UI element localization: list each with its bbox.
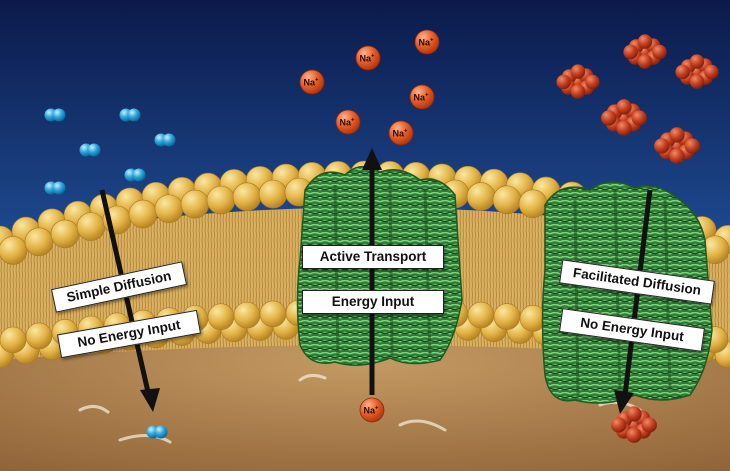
sodium-ion-icon: Na+ [359,397,385,423]
active-transport-text: Active Transport [319,249,427,264]
red-molecule-icon [654,127,700,164]
svg-text:Na+: Na+ [359,54,375,64]
sodium-ion-icon: Na+ [414,29,440,55]
blue-molecule-icon [124,168,146,182]
red-molecule-icon [623,34,667,69]
svg-text:Na+: Na+ [392,129,408,139]
svg-text:Na+: Na+ [363,406,379,416]
svg-text:Na+: Na+ [413,93,429,103]
sodium-ion-icon: Na+ [299,69,325,95]
sodium-ion-icon: Na+ [335,109,361,135]
blue-molecule-icon [44,181,66,195]
red-molecules [556,34,719,443]
red-molecule-icon [675,54,719,89]
red-molecule-icon [611,406,657,443]
svg-text:Na+: Na+ [303,78,319,88]
red-molecule-icon [556,64,600,99]
svg-text:Na+: Na+ [339,118,355,128]
blue-molecule-icon [44,108,66,122]
blue-molecule-icon [154,133,176,147]
sodium-ions: Na+ Na+ Na+ Na+ Na+ Na+ Na+ [299,29,440,423]
blue-molecule-icon [146,425,168,439]
red-molecule-icon [601,99,647,136]
svg-text:Na+: Na+ [418,38,434,48]
sodium-ion-icon: Na+ [355,45,381,71]
energy-input-label: Energy Input [302,290,444,314]
sodium-ion-icon: Na+ [388,120,414,146]
arrow-up-icon [362,148,382,395]
active-transport-label: Active Transport [302,245,444,269]
blue-molecule-icon [79,143,101,157]
blue-molecule-icon [119,108,141,122]
sodium-ion-icon: Na+ [409,84,435,110]
blue-molecules [44,108,176,439]
energy-input-text: Energy Input [331,294,415,309]
